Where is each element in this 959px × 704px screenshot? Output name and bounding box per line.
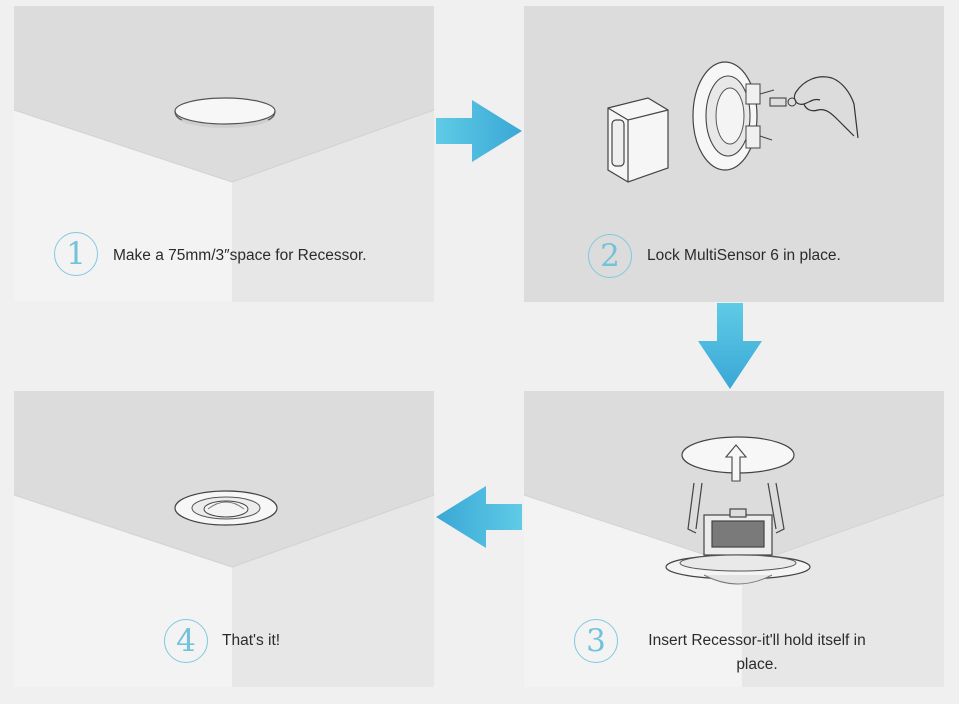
step-description: Make a 75mm/3″space for Recessor. [113,247,367,264]
arrow-left-icon [436,486,522,548]
step-number-badge: 1 [54,232,98,276]
step-2-panel: 2 Lock MultiSensor 6 in place. [524,6,944,302]
step-description: Lock MultiSensor 6 in place. [647,247,841,264]
step-description: That's it! [222,632,281,649]
room-corner-illustration [14,391,434,687]
step-description: Insert Recessor-it'll hold itself in pla… [648,632,866,673]
step-number-badge: 3 [574,619,618,663]
step-1-panel: 1 Make a 75mm/3″space for Recessor. [14,6,434,302]
ceiling-hole-illustration [174,97,276,128]
arrow-down-icon [698,303,762,389]
step-4-panel: 4 That's it! [14,391,434,687]
arrow-right-icon [436,100,522,162]
step-number-badge: 2 [588,234,632,278]
recessor-insert-illustration [665,436,811,585]
sensor-mount-illustration [607,61,859,183]
step-3-panel: 3 Insert Recessor-it'll hold itself in p… [524,391,944,687]
step-number-badge: 4 [164,619,208,663]
installed-sensor-illustration [174,490,278,526]
